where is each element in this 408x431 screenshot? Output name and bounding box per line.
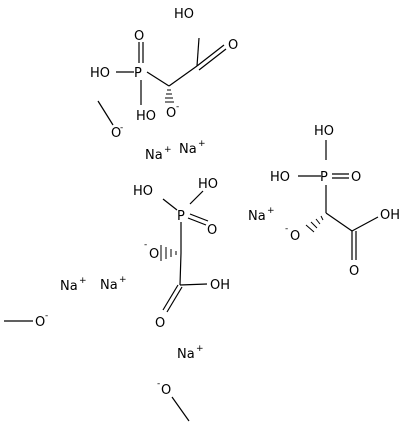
atom-label: O [35,315,45,330]
sodium-ion: Na + [179,139,206,157]
charge-label: - [120,123,123,133]
charge-label: - [157,379,160,389]
bond [171,396,190,422]
atom-label: HO [133,184,153,199]
atom-label: O [166,106,176,121]
methoxide-ion-1: O - [97,100,123,141]
stereo-hash-bond [165,89,174,103]
bond [187,217,207,226]
atom-label: Na [145,148,163,163]
atom-label: HO [90,66,110,81]
bond [196,37,200,67]
atom-label: HO [314,124,334,139]
bond [196,44,225,67]
atom-label: O [207,223,217,238]
sodium-ion: Na + [60,276,87,294]
charge-label: - [176,102,179,112]
atom-label: Na [177,347,195,362]
atom-label: Na [179,142,197,157]
charge-label: + [119,275,127,285]
atom-label: OH [380,208,400,223]
phosphonoglycolate-fragment-3: HO HO P O - O OH O [133,177,230,331]
atom-label: O [228,38,238,53]
atom-label: O [161,383,171,398]
atom-label: P [177,209,185,224]
charge-label: - [45,311,48,321]
atom-label: O [349,264,359,279]
sodium-ion: Na + [248,206,275,224]
methoxide-ion-2: O - [4,311,48,330]
atom-label: O [111,126,121,141]
bond [198,48,227,71]
atom-label: O [290,229,300,244]
atom-label: O [155,316,165,331]
atom-label: O [134,29,144,44]
charge-label: - [144,240,147,250]
atom-label: HO [270,170,290,185]
bond [325,212,353,232]
atom-label: OH [210,278,230,293]
atom-label: HO [198,177,218,192]
charge-label: - [285,224,288,234]
bond [166,286,183,313]
charge-label: + [164,145,172,155]
charge-label: + [198,139,206,149]
methoxide-ion-3: - O [157,379,190,422]
sodium-ion: Na + [145,145,172,163]
charge-label: + [196,344,204,354]
sodium-ion: Na + [177,344,204,362]
bond [97,100,114,126]
bond [168,65,198,87]
atom-label: Na [60,279,78,294]
atom-label: HO [174,7,194,22]
phosphonoglycolate-fragment-1: P O HO HO HO O O - [90,7,238,124]
atom-label: P [134,66,142,81]
bond [179,283,208,286]
atom-label: Na [100,278,118,293]
stereo-hash-bond [305,215,324,233]
atom-label: Na [248,209,266,224]
atom-label: O [149,247,159,262]
bond [189,213,209,222]
charge-label: + [79,276,87,286]
bond [162,198,178,211]
phosphonoglycolate-fragment-2: HO HO P O O - OH O [270,124,400,279]
bond [351,216,379,232]
bond [189,190,204,205]
atom-label: HO [136,109,156,124]
stereo-hash-bond [160,245,177,261]
bond [146,71,170,87]
charge-label: + [267,206,275,216]
atom-label: P [320,170,328,185]
bond [162,284,179,311]
atom-label: O [351,170,361,185]
sodium-ion: Na + [100,275,127,293]
bond [179,252,182,286]
